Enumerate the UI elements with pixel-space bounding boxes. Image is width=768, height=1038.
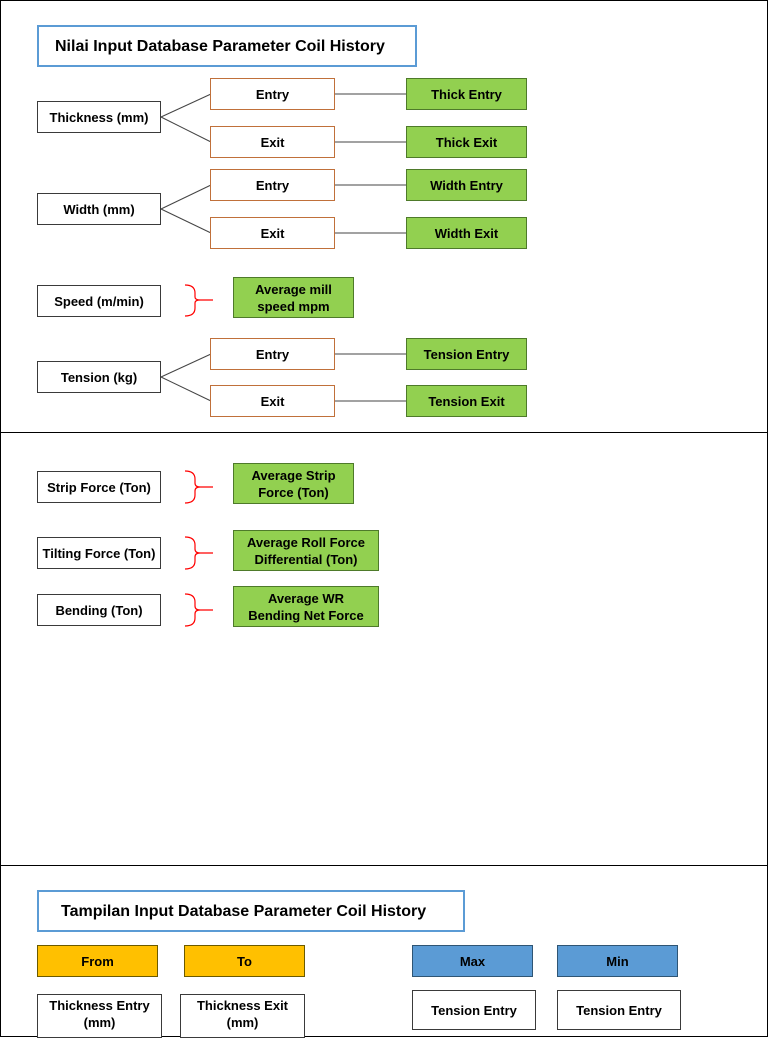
tilting-force-output: Average Roll Force Differential (Ton) <box>233 530 379 571</box>
max-field[interactable]: Tension Entry <box>412 990 536 1030</box>
min-header[interactable]: Min <box>557 945 678 977</box>
strip-force-bracket <box>184 470 213 504</box>
width-exit-output: Width Exit <box>406 217 527 249</box>
connector-lines <box>160 93 406 402</box>
bracket-lines <box>184 470 213 627</box>
thick-exit-output: Thick Exit <box>406 126 527 158</box>
bending-bracket <box>184 593 213 627</box>
thickness-entry-node: Entry <box>210 78 335 110</box>
max-header[interactable]: Max <box>412 945 533 977</box>
strip-force-output: Average Strip Force (Ton) <box>233 463 354 504</box>
speed-bracket <box>184 284 213 317</box>
panel-display-params: Tampilan Input Database Parameter Coil H… <box>0 865 768 1038</box>
panel-input-values: Nilai Input Database Parameter Coil Hist… <box>0 0 768 434</box>
tension-exit-node: Exit <box>210 385 335 417</box>
thick-entry-output: Thick Entry <box>406 78 527 110</box>
bending-output: Average WR Bending Net Force <box>233 586 379 627</box>
panel1-title: Nilai Input Database Parameter Coil Hist… <box>37 25 417 67</box>
min-field[interactable]: Tension Entry <box>557 990 681 1030</box>
width-label: Width (mm) <box>37 193 161 225</box>
to-header[interactable]: To <box>184 945 305 977</box>
tension-entry-output: Tension Entry <box>406 338 527 370</box>
thickness-exit-node: Exit <box>210 126 335 158</box>
width-exit-node: Exit <box>210 217 335 249</box>
from-header[interactable]: From <box>37 945 158 977</box>
tension-label: Tension (kg) <box>37 361 161 393</box>
bending-label: Bending (Ton) <box>37 594 161 626</box>
speed-label: Speed (m/min) <box>37 285 161 317</box>
panel-force-values: Strip Force (Ton) Average Strip Force (T… <box>0 432 768 866</box>
tilting-force-label: Tilting Force (Ton) <box>37 537 161 569</box>
to-field[interactable]: Thickness Exit (mm) <box>180 994 305 1038</box>
tilting-force-bracket <box>184 536 213 570</box>
speed-output: Average mill speed mpm <box>233 277 354 318</box>
panel3-title: Tampilan Input Database Parameter Coil H… <box>37 890 465 932</box>
thickness-label: Thickness (mm) <box>37 101 161 133</box>
width-entry-node: Entry <box>210 169 335 201</box>
strip-force-label: Strip Force (Ton) <box>37 471 161 503</box>
tension-entry-node: Entry <box>210 338 335 370</box>
tension-exit-output: Tension Exit <box>406 385 527 417</box>
from-field[interactable]: Thickness Entry (mm) <box>37 994 162 1038</box>
width-entry-output: Width Entry <box>406 169 527 201</box>
